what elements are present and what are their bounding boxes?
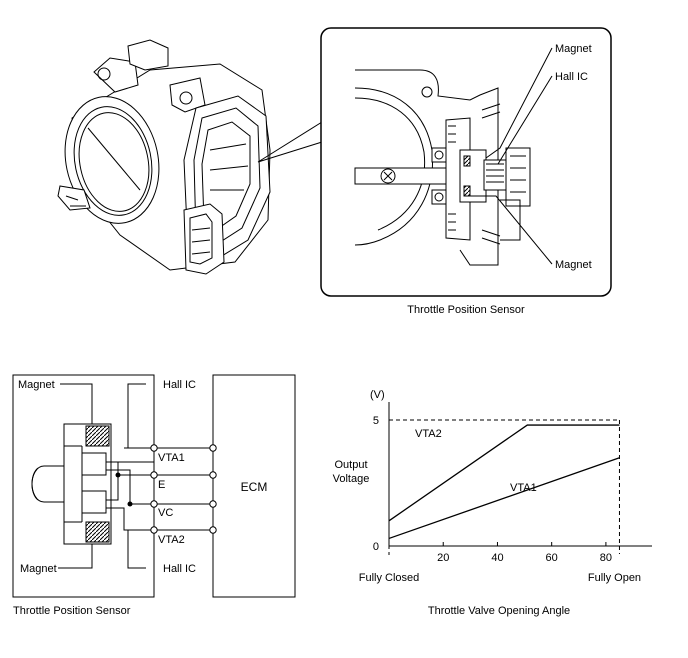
magnet-top: [85, 425, 110, 447]
series-line-vta2: [388, 424, 620, 522]
y-tick-label: 5: [373, 415, 379, 427]
ecm-box: [212, 374, 296, 598]
circuit-caption: Throttle Position Sensor: [13, 605, 131, 617]
x-axis-label: Throttle Valve Opening Angle: [428, 605, 570, 617]
terminal-vta1: VTA1: [158, 452, 185, 464]
sensor-cutaway-detail: Magnet Hall IC Magnet Throttle Position …: [320, 27, 612, 316]
x-tick-label: 60: [546, 552, 558, 564]
sensor-circuit-diagram: ECM: [12, 374, 296, 617]
callout-magnet-bottom: Magnet: [555, 259, 592, 271]
series-label-vta1: VTA1: [510, 482, 537, 494]
x-tick-label: 20: [437, 552, 449, 564]
series-line-vta1: [388, 457, 620, 540]
y-unit-label: (V): [370, 389, 385, 401]
terminal-vta2: VTA2: [158, 534, 185, 546]
throttle-body-illustration: [57, 39, 323, 275]
callout-magnet-top: Magnet: [555, 43, 592, 55]
y-axis-label-line1: Output: [334, 459, 367, 471]
label-magnet-bottom: Magnet: [20, 563, 57, 575]
label-hall-ic-top: Hall IC: [163, 379, 196, 391]
ecm-label: ECM: [241, 480, 268, 494]
illustration-caption: Throttle Position Sensor: [407, 304, 525, 316]
label-hall-ic-bottom: Hall IC: [163, 563, 196, 575]
callout-hall-ic: Hall IC: [555, 71, 588, 83]
x-tick-label: 80: [600, 552, 612, 564]
y-axis-label-line2: Voltage: [333, 473, 370, 485]
magnet-bottom: [85, 521, 110, 543]
fully-open-label: Fully Open: [588, 572, 641, 584]
fully-closed-label: Fully Closed: [359, 572, 420, 584]
series-label-vta2: VTA2: [415, 428, 442, 440]
terminal-vc: VC: [158, 507, 173, 519]
x-tick-label: 40: [491, 552, 503, 564]
y-tick-label: 0: [373, 541, 379, 553]
terminal-e: E: [158, 479, 165, 491]
label-magnet-top: Magnet: [18, 379, 55, 391]
